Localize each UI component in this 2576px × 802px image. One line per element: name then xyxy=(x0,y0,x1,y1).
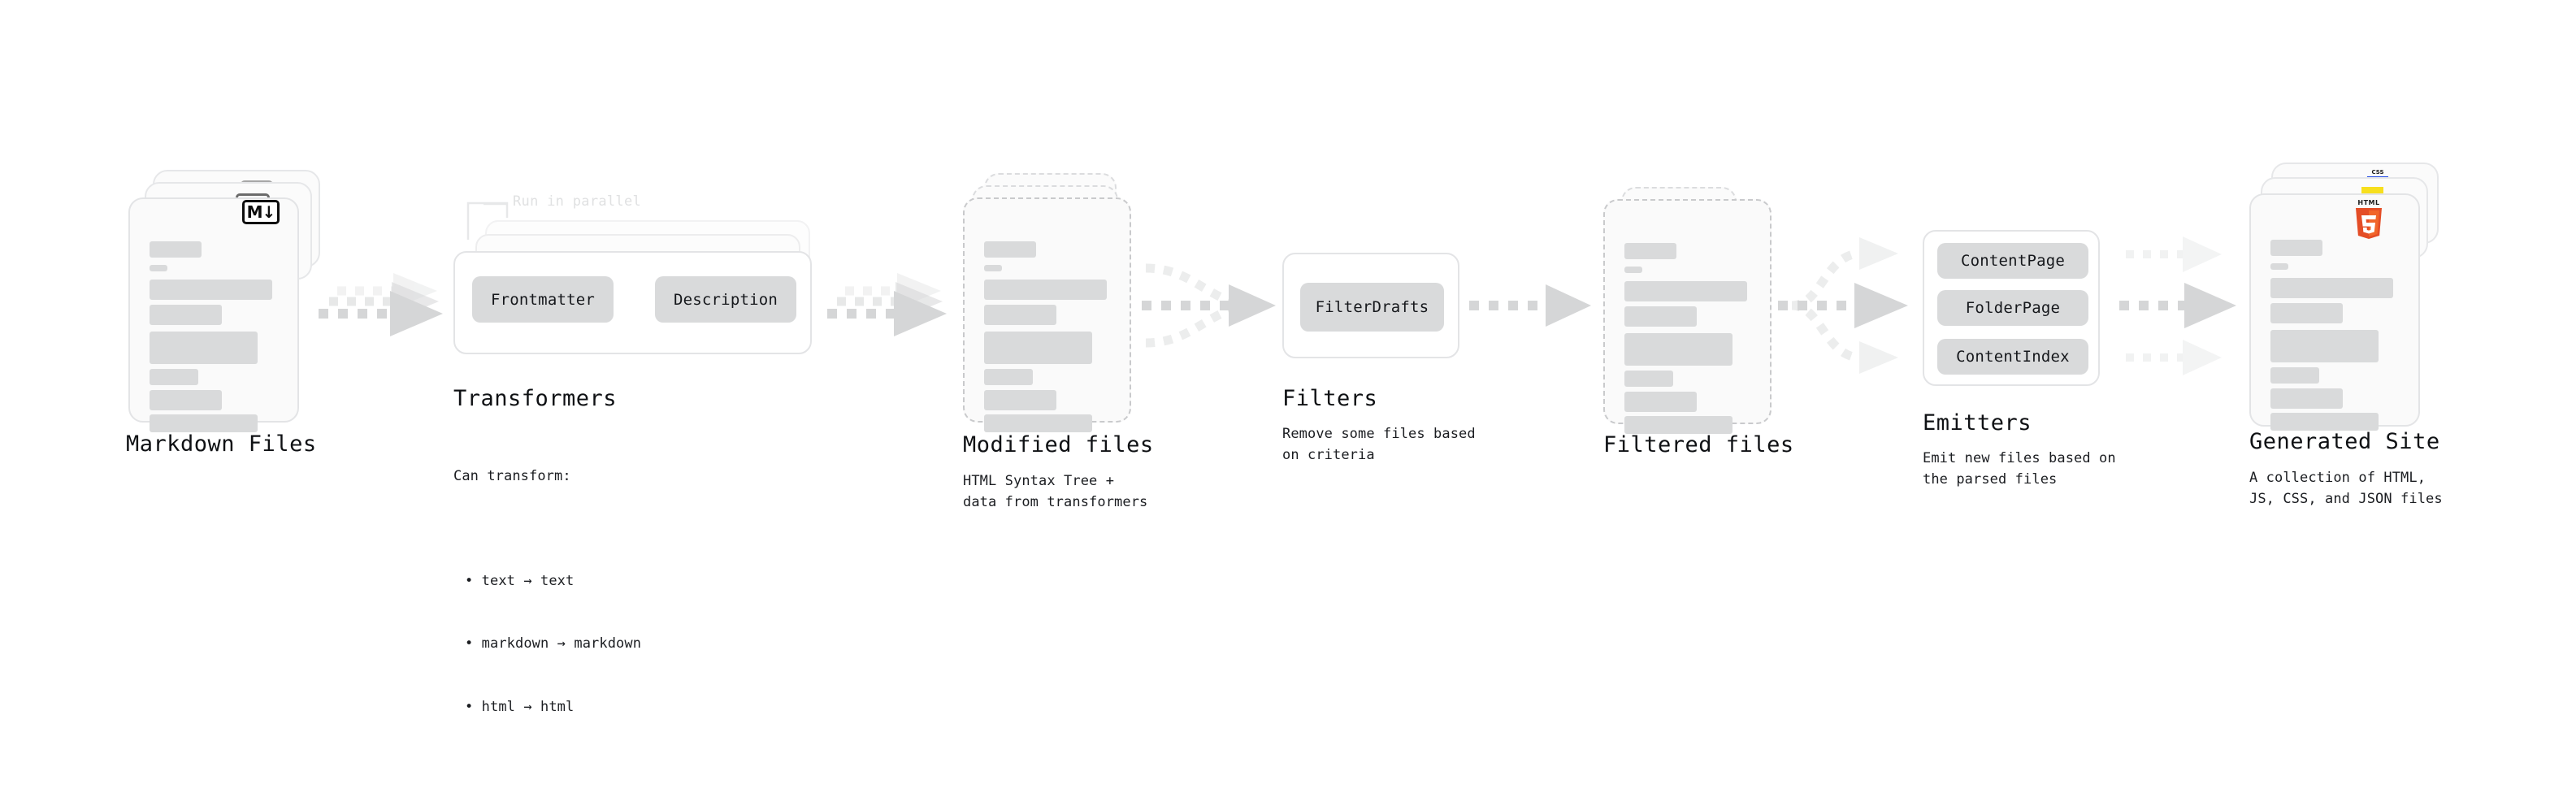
html5-icon: HTML xyxy=(2352,199,2386,241)
filters-group: FilterDrafts xyxy=(1282,253,1459,358)
skeleton-bar xyxy=(984,414,1092,432)
stage-caption-filtered-files: Filtered files xyxy=(1603,432,1794,457)
connector-filtered-to-emitters xyxy=(1778,237,1908,374)
skeleton-bar xyxy=(2270,413,2379,431)
stage-caption-filters: Filters xyxy=(1282,386,1378,411)
skeleton-bar xyxy=(150,305,222,325)
skeleton-bar xyxy=(1624,243,1676,259)
transformers-bullet-item: • html → html xyxy=(465,698,575,715)
transformer-node-frontmatter[interactable]: Frontmatter xyxy=(472,276,614,323)
skeleton-bar xyxy=(150,280,272,300)
skeleton-bar xyxy=(2270,330,2379,362)
filtered-card-front xyxy=(1603,199,1772,434)
skeleton-bar xyxy=(2270,367,2319,384)
skeleton-bar xyxy=(1624,281,1747,301)
transformers-group-front: Frontmatter Description xyxy=(453,251,812,354)
stage-caption-modified-files: Modified files xyxy=(963,432,1154,457)
diagram-canvas: M↓ M↓ M↓ Markdown Files Run in parallel xyxy=(126,163,2443,715)
generated-site-description: A collection of HTML, JS, CSS, and JSON … xyxy=(2249,470,2443,507)
run-in-parallel-label: Run in parallel xyxy=(513,193,642,210)
emitter-node-folderpage[interactable]: FolderPage xyxy=(1937,290,2088,326)
stage-caption-emitters: Emitters xyxy=(1923,410,2032,436)
modified-card-front xyxy=(963,197,1131,432)
skeleton-bar xyxy=(984,305,1056,325)
markdown-card-front xyxy=(128,197,299,432)
html5-icon-label: HTML xyxy=(2357,199,2380,206)
skeleton-bar xyxy=(150,414,258,432)
skeleton-bar xyxy=(1624,306,1697,327)
skeleton-bar xyxy=(1624,333,1733,366)
stage-caption-markdown-files: Markdown Files xyxy=(126,431,317,457)
filters-description: Remove some files based on criteria xyxy=(1282,426,1476,463)
skeleton-bar xyxy=(2270,278,2393,298)
connector-emitters-to-site xyxy=(2119,236,2236,375)
skeleton-bar xyxy=(150,369,198,385)
skeleton-bar xyxy=(984,332,1092,364)
stage-caption-transformers: Transformers xyxy=(453,386,618,411)
transformers-bullet-list: • text → text • markdown → markdown • ht… xyxy=(453,529,641,760)
skeleton-bar xyxy=(150,332,258,364)
transformer-node-description[interactable]: Description xyxy=(655,276,796,323)
skeleton-bar xyxy=(150,390,222,410)
transformers-bullet-item: • markdown → markdown xyxy=(465,635,642,652)
skeleton-bar xyxy=(984,280,1107,300)
skeleton-bar xyxy=(2270,303,2343,323)
transformers-bullet-item: • text → text xyxy=(465,572,575,589)
skeleton-bar xyxy=(984,390,1056,410)
filter-node-filterdrafts[interactable]: FilterDrafts xyxy=(1300,283,1444,332)
skeleton-bar xyxy=(2270,388,2343,409)
connector-modified-to-filters xyxy=(1142,263,1276,348)
emitters-description: Emit new files based on the parsed files xyxy=(1923,450,2116,488)
emitter-node-contentpage[interactable]: ContentPage xyxy=(1937,243,2088,279)
skeleton-bar xyxy=(984,369,1033,385)
modified-files-description: HTML Syntax Tree + data from transformer… xyxy=(963,473,1148,510)
skeleton-bar xyxy=(1624,267,1642,273)
transformers-description: Can transform: • text → text • markdown … xyxy=(453,424,641,802)
site-card-front xyxy=(2249,193,2420,431)
skeleton-bar xyxy=(2270,263,2288,270)
stage-caption-generated-site: Generated Site xyxy=(2249,429,2440,454)
skeleton-bar xyxy=(1624,371,1673,387)
markdown-icon: M↓ xyxy=(242,200,280,224)
skeleton-bar xyxy=(150,241,202,258)
emitters-group: ContentPage FolderPage ContentIndex xyxy=(1923,230,2100,386)
skeleton-bar xyxy=(2270,240,2322,256)
connector-filters-to-filtered xyxy=(1469,284,1591,327)
skeleton-bar xyxy=(1624,392,1697,412)
skeleton-bar xyxy=(984,241,1036,258)
skeleton-bar xyxy=(150,265,167,271)
skeleton-bar xyxy=(984,265,1002,271)
connector-md-to-transformers xyxy=(319,273,443,336)
emitter-node-contentindex[interactable]: ContentIndex xyxy=(1937,339,2088,375)
skeleton-bar xyxy=(1624,416,1733,434)
transformers-description-line: Can transform: xyxy=(453,467,571,484)
connector-transformers-to-modified xyxy=(827,273,947,336)
